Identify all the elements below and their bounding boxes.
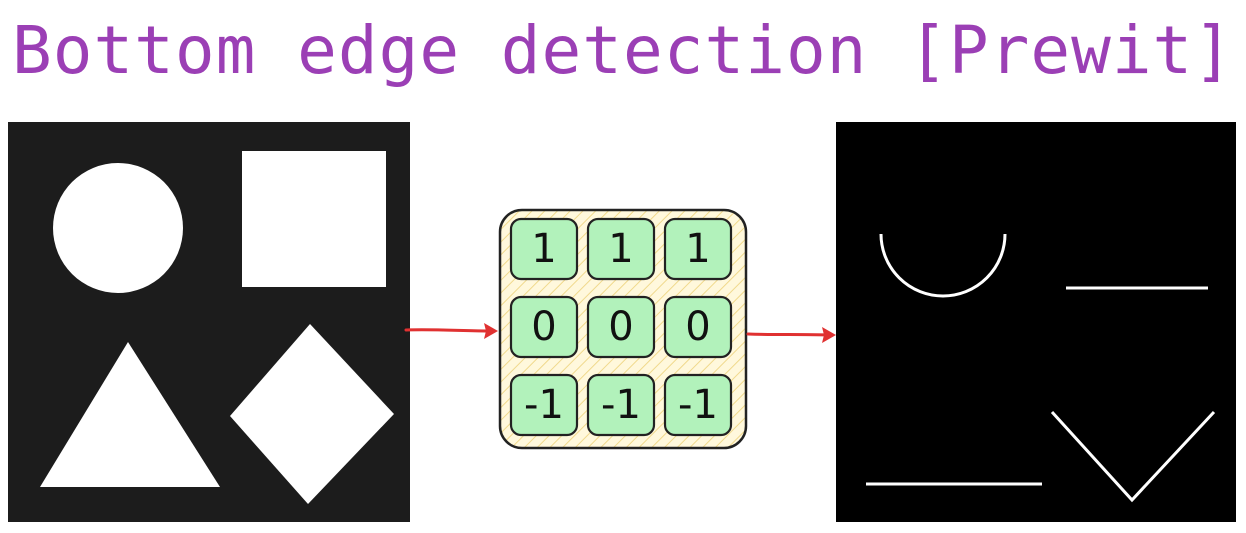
input-image <box>8 122 410 522</box>
diamond-bottom-edge <box>1050 410 1216 503</box>
kernel-cells <box>509 217 733 437</box>
kernel-cell-r3c3: -1 <box>678 382 718 428</box>
arrow-to-output <box>746 327 836 343</box>
arrow-to-kernel <box>404 323 498 339</box>
diamond-shape <box>230 324 394 504</box>
kernel-cell-r1c3: 1 <box>685 226 711 272</box>
circle-bottom-edge <box>879 233 1007 298</box>
kernel-cell-r2c1: 0 <box>531 304 557 350</box>
triangle-shape <box>40 342 220 487</box>
output-edge-image <box>836 122 1236 522</box>
kernel-cell-r3c1: -1 <box>524 382 564 428</box>
page-title: Bottom edge detection [Prewit] <box>11 12 1235 89</box>
kernel-cell-r1c2: 1 <box>608 226 634 272</box>
kernel-cell-r3c2: -1 <box>601 382 641 428</box>
square-shape <box>242 151 386 287</box>
kernel-cell-r2c2: 0 <box>608 304 634 350</box>
kernel-cell-r1c1: 1 <box>531 226 557 272</box>
circle-shape <box>53 163 183 293</box>
kernel-cell-r2c3: 0 <box>685 304 711 350</box>
prewitt-kernel: 1 1 1 0 0 0 -1 -1 -1 <box>497 207 749 451</box>
